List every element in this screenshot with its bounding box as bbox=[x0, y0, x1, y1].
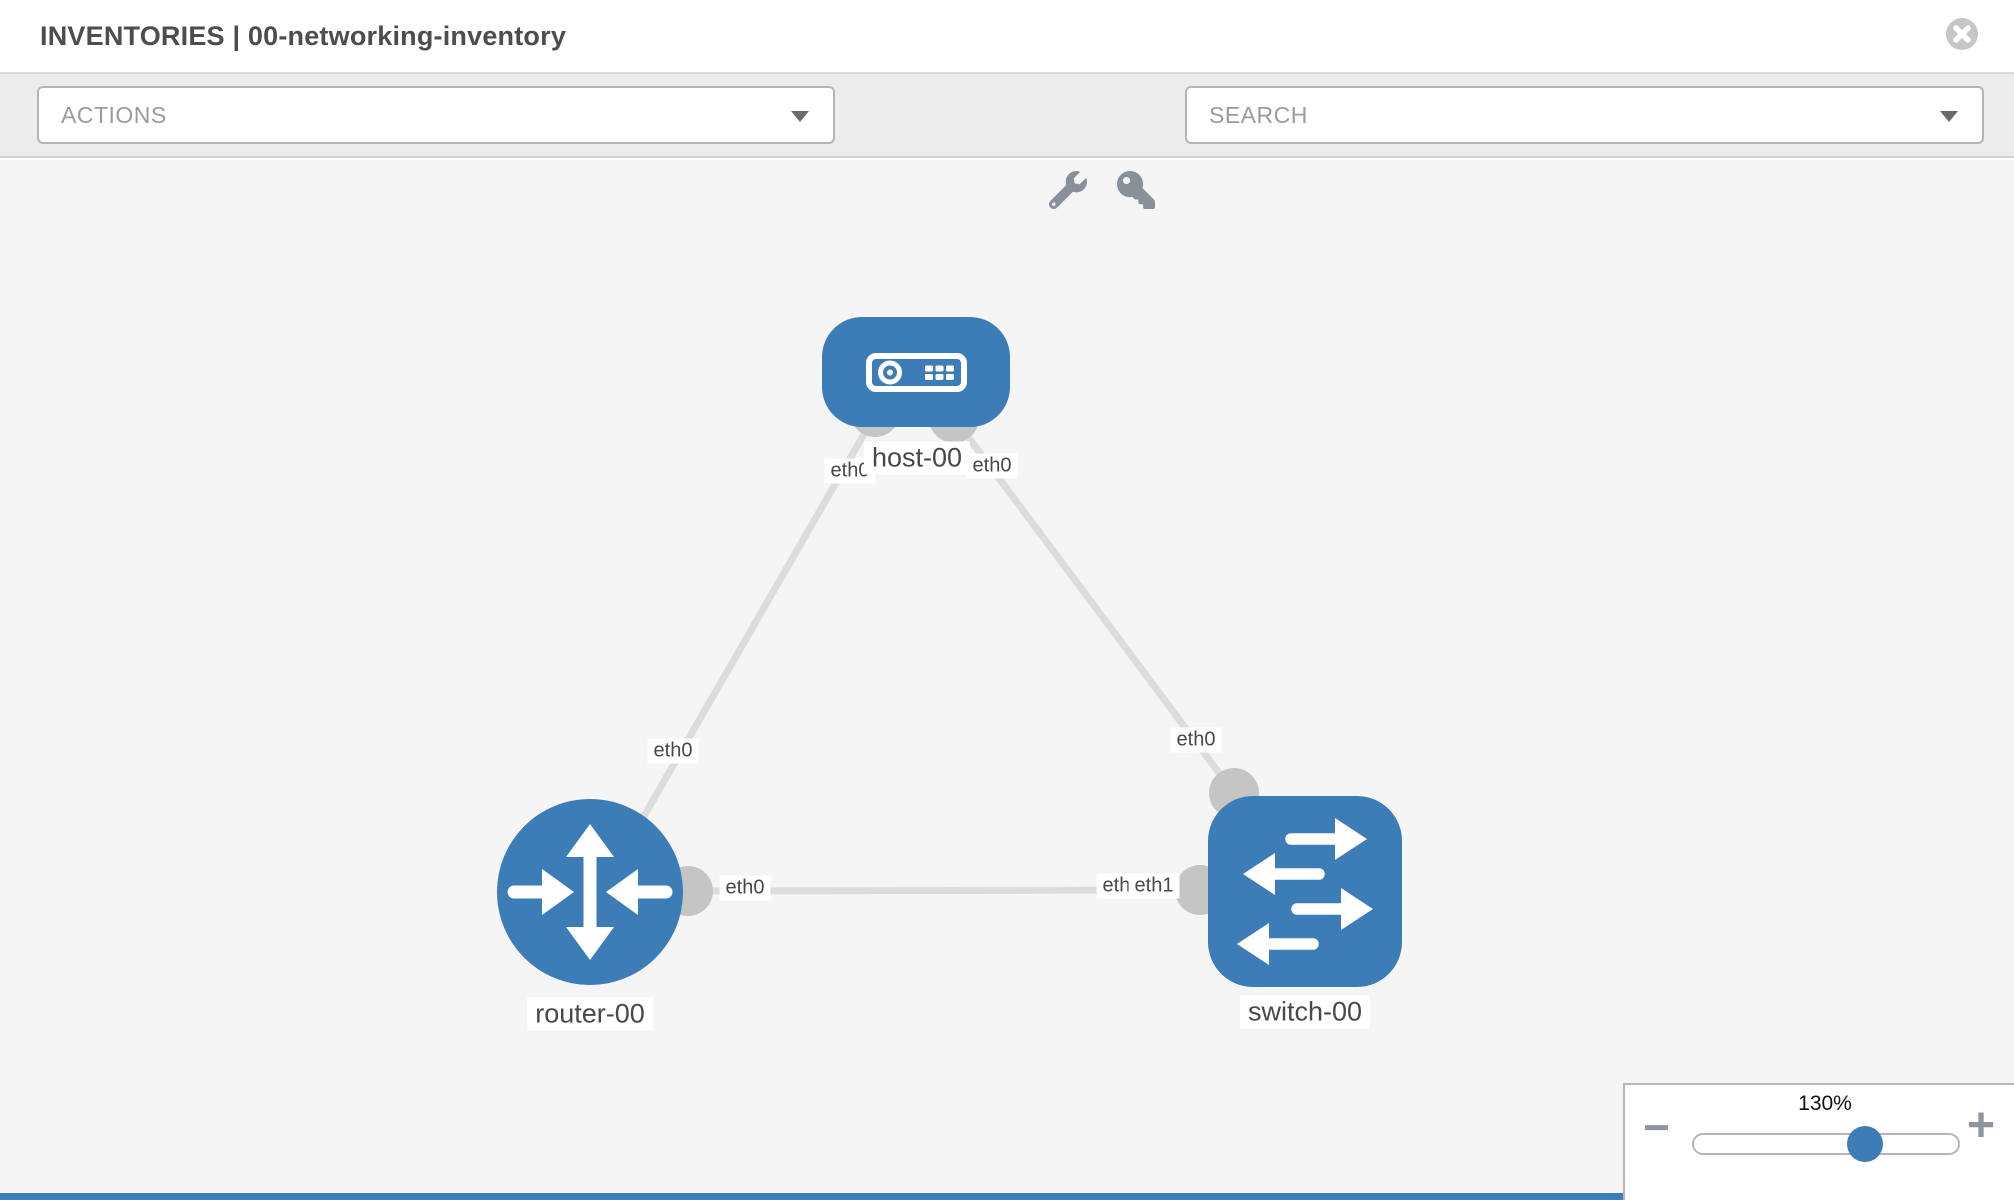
host-icon bbox=[866, 353, 967, 392]
search-dropdown[interactable]: SEARCH bbox=[1185, 86, 1984, 144]
interface-label: eth1 bbox=[1128, 873, 1180, 899]
node-label-router-00: router-00 bbox=[527, 997, 653, 1031]
zoom-level-value: 130% bbox=[1798, 1092, 1852, 1115]
chevron-down-icon bbox=[1940, 111, 1958, 122]
close-icon[interactable] bbox=[1944, 16, 1980, 52]
actions-dropdown-label: ACTIONS bbox=[61, 102, 167, 128]
node-label-switch-00: switch-00 bbox=[1239, 995, 1371, 1029]
toolbar: ACTIONS SEARCH bbox=[0, 72, 2014, 210]
topology-canvas[interactable] bbox=[0, 160, 2014, 1200]
interface-label: eth0 bbox=[1170, 727, 1222, 753]
page-title: INVENTORIES | 00-networking-inventory bbox=[40, 21, 567, 51]
interface-label: eth0 bbox=[966, 453, 1018, 479]
chevron-down-icon bbox=[791, 111, 809, 122]
zoom-in-button[interactable]: + bbox=[1967, 1099, 1996, 1152]
switch-icon bbox=[1237, 818, 1373, 965]
bottom-panel-edge bbox=[0, 1193, 1629, 1200]
node-host-00[interactable] bbox=[822, 317, 1010, 427]
node-router-00[interactable] bbox=[497, 799, 683, 985]
zoom-slider-handle[interactable] bbox=[1847, 1126, 1883, 1162]
zoom-slider-track[interactable] bbox=[1692, 1133, 1960, 1155]
key-icon[interactable] bbox=[1117, 171, 1155, 209]
actions-dropdown[interactable]: ACTIONS bbox=[37, 86, 835, 144]
router-icon bbox=[507, 824, 673, 960]
interface-label: eth0 bbox=[719, 875, 771, 901]
zoom-out-button[interactable]: − bbox=[1643, 1101, 1670, 1153]
zoom-control-panel: 130% − + bbox=[1623, 1083, 2014, 1200]
wrench-icon[interactable] bbox=[1048, 171, 1087, 210]
link-host-router[interactable] bbox=[606, 413, 879, 877]
node-switch-00[interactable] bbox=[1208, 796, 1402, 987]
links-layer bbox=[606, 413, 1237, 895]
search-dropdown-label: SEARCH bbox=[1209, 102, 1308, 128]
interface-label: eth0 bbox=[647, 738, 699, 764]
topology-graph bbox=[497, 317, 1402, 987]
node-label-host-00: host-00 bbox=[863, 441, 971, 475]
header: INVENTORIES | 00-networking-inventory bbox=[0, 0, 2014, 72]
